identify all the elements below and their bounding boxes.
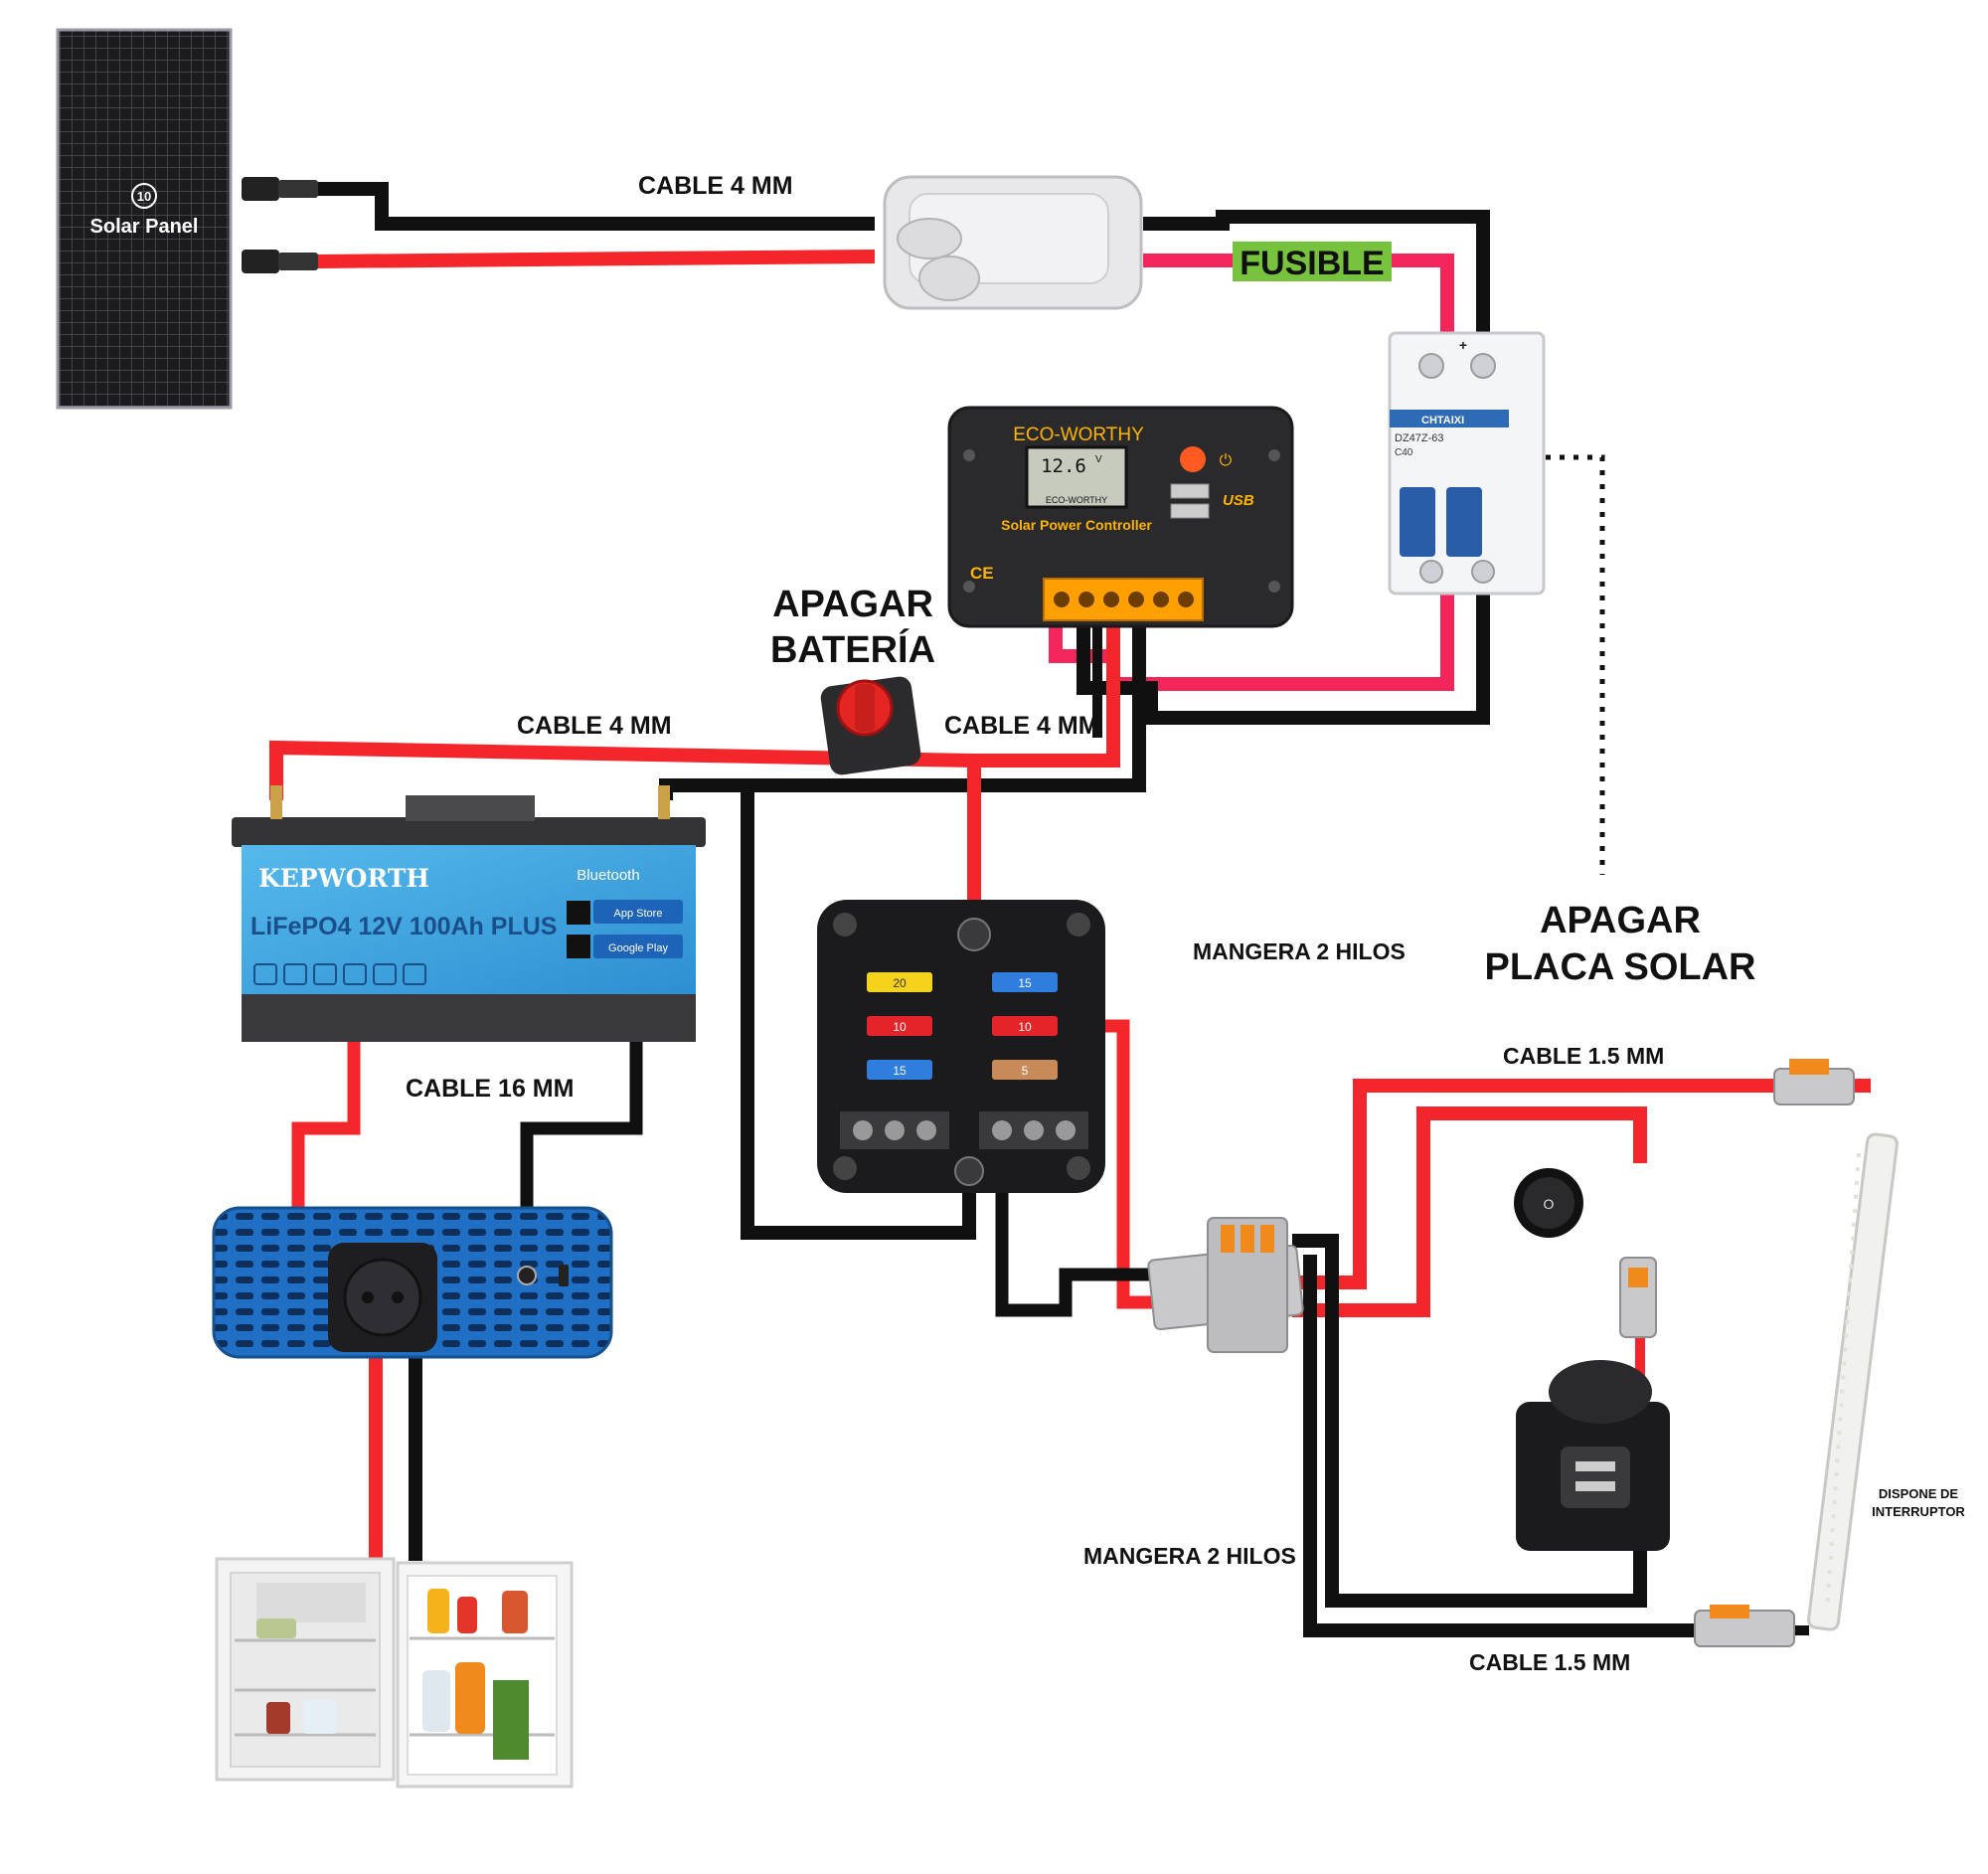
panel-negative-wire: [316, 182, 875, 231]
controller-power-button[interactable]: [1180, 446, 1206, 472]
cable-16mm-label: CABLE 16 MM: [406, 1075, 574, 1103]
controller-bat-positive: [967, 624, 1120, 767]
mangera-bottom-label: MANGERA 2 HILOS: [1083, 1543, 1296, 1569]
breaker-negative-out: [1077, 592, 1490, 725]
mc4-connector-negative: [242, 177, 318, 201]
apagar-bateria-line1: APAGAR: [772, 584, 933, 625]
cable-15mm-top-label: CABLE 1.5 MM: [1503, 1043, 1664, 1069]
power-icon: ⏻: [1220, 452, 1233, 469]
controller-lcd-brand: ECO-WORTHY: [1046, 495, 1107, 505]
fuse-1-rating: 20: [893, 976, 907, 990]
app-store-badge: [593, 900, 683, 924]
inverter-negative-wire: [520, 1042, 643, 1208]
labels: CABLE 4 MM APAGAR BATERÍA CABLE 4 MM CAB…: [406, 172, 1965, 1675]
inline-lever-connector: [1619, 1257, 1657, 1338]
usb-port-1: [1170, 483, 1210, 499]
qr-code-2: [567, 935, 590, 958]
usb-negative-wire: [1292, 1234, 1647, 1608]
fuse-3-rating: 10: [893, 1020, 907, 1034]
apagar-bateria-line2: BATERÍA: [770, 627, 935, 671]
fuse-4-rating: 10: [1018, 1020, 1032, 1034]
wires: [269, 182, 1871, 1637]
light-connector-bottom: [1694, 1605, 1795, 1647]
controller-lcd: [1025, 445, 1128, 509]
inverter-usb-port: [559, 1265, 569, 1286]
battery-brand: KEPWORTH: [258, 864, 429, 893]
battery-model: LiFePO4 12V 100Ah PLUS: [250, 913, 557, 940]
mangera-top-label: MANGERA 2 HILOS: [1193, 938, 1406, 964]
led-bar-light: [1807, 1132, 1899, 1631]
controller-ce: CE: [970, 564, 994, 583]
gland-negative-wire: [1143, 210, 1490, 343]
mc4-connector-positive: [242, 250, 318, 273]
battery-disconnect-switch[interactable]: [819, 675, 922, 776]
breaker-model: DZ47Z-63: [1395, 432, 1444, 444]
fuse-slot-3[interactable]: 10: [867, 1016, 932, 1036]
google-play-badge: [593, 935, 683, 958]
controller-lcd-value: 12.6: [1041, 455, 1086, 477]
rocker-o-mark: O: [1544, 1196, 1555, 1212]
power-inverter: [212, 1206, 613, 1359]
battery-positive-wire: [269, 740, 975, 800]
controller-usb: USB: [1223, 492, 1254, 509]
controller-lcd-unit: V: [1095, 454, 1102, 465]
wago-lever-connector: [1147, 1217, 1304, 1353]
cable-gland: [883, 175, 1143, 310]
app-store-label: App Store: [614, 908, 663, 920]
lifepo4-battery: KEPWORTH LiFePO4 12V 100Ah PLUS Bluetoot…: [232, 785, 706, 1042]
fuse-5-rating: 15: [893, 1064, 907, 1078]
fuse-2-rating: 15: [1018, 976, 1032, 990]
panel-positive-wire: [315, 250, 876, 268]
dispone-line1: DISPONE DE: [1879, 1486, 1959, 1501]
rocker-switch[interactable]: O: [1514, 1168, 1583, 1238]
mini-fridge: [215, 1557, 574, 1789]
breaker-rating: C40: [1395, 447, 1413, 458]
fuse-slot-5[interactable]: 15: [867, 1060, 932, 1080]
fuse-slot-2[interactable]: 15: [992, 972, 1058, 992]
terminal-screws: [1054, 592, 1194, 607]
panel-number-badge: [131, 183, 157, 209]
cable-4mm-right-label: CABLE 4 MM: [944, 712, 1099, 740]
qr-code-1: [567, 901, 590, 925]
dc-breaker: + CHTAIXI DZ47Z-63 C40: [1388, 331, 1546, 596]
fusible-text: FUSIBLE: [1240, 245, 1384, 282]
fuse-box: 20 15 10 10 15 5: [817, 900, 1105, 1193]
usb-positive-wire: [1292, 1107, 1647, 1317]
controller-terminals: [1043, 578, 1204, 621]
fuse-slot-6[interactable]: 5: [992, 1060, 1058, 1080]
google-play-label: Google Play: [608, 942, 668, 954]
fuse-label: FUSIBLE: [1233, 242, 1392, 282]
battery-bluetooth: Bluetooth: [577, 867, 639, 884]
battery-negative-to-fusebox: [741, 790, 976, 1240]
fuse-6-rating: 5: [1022, 1064, 1029, 1078]
fusebox-to-wago-negative: [995, 1168, 1161, 1317]
cable-4mm-top-label: CABLE 4 MM: [638, 172, 793, 200]
cable-15mm-bottom-label: CABLE 1.5 MM: [1469, 1649, 1630, 1675]
controller-subtitle: Solar Power Controller: [1001, 517, 1152, 533]
fuse-slot-4[interactable]: 10: [992, 1016, 1058, 1036]
solar-charge-controller: ECO-WORTHY 12.6 V ECO-WORTHY Solar Power…: [947, 406, 1294, 628]
usb-socket[interactable]: [1516, 1360, 1670, 1551]
usb-port-2: [1170, 503, 1210, 519]
fuse-slot-1[interactable]: 20: [867, 972, 932, 992]
breaker-remote-dotted: [1546, 454, 1605, 875]
light-connector-top: [1773, 1059, 1855, 1106]
apagar-placa-line2: PLACA SOLAR: [1484, 946, 1755, 988]
breaker-plus: +: [1459, 337, 1467, 353]
inverter-power-button[interactable]: [517, 1266, 537, 1285]
cable-4mm-left-label: CABLE 4 MM: [517, 712, 672, 740]
dispone-line2: INTERRUPTOR: [1872, 1504, 1965, 1519]
apagar-placa-line1: APAGAR: [1540, 900, 1701, 941]
controller-brand: ECO-WORTHY: [1013, 425, 1144, 445]
fuse-box-ground-bar: [840, 1111, 1088, 1149]
breaker-brand: CHTAIXI: [1421, 415, 1464, 426]
solar-panel: 10 Solar Panel: [56, 28, 318, 410]
inverter-positive-wire: [291, 1042, 361, 1208]
battery-feature-icons: [253, 963, 426, 985]
panel-number: 10: [137, 189, 151, 204]
fuse-positive-wire: [1392, 254, 1454, 333]
light-negative-wire: [1303, 1255, 1700, 1637]
panel-label: Solar Panel: [90, 216, 199, 238]
